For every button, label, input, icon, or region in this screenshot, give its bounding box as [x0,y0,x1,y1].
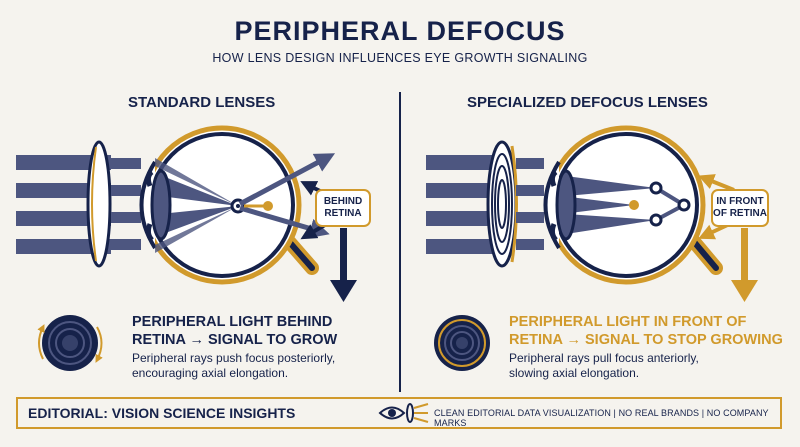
footer-title: EDITORIAL: VISION SCIENCE INSIGHTS [28,405,296,421]
arrow-down-icon [731,280,758,302]
right-headline: PERIPHERAL LIGHT IN FRONT OF RETINA → SI… [509,314,783,348]
right-callout-box [711,189,769,227]
left-beam-top [16,155,111,170]
right-focal-point-bottom [649,213,663,227]
left-lens-icon [37,315,103,371]
right-lens-icon [434,315,490,371]
right-focal-point-top [649,181,663,195]
eye-lens-footer-icon [378,403,429,423]
left-description: Peripheral rays push focus posteriorly, … [132,351,336,380]
arrow-down-icon [330,280,357,302]
right-panel-heading: SPECIALIZED DEFOCUS LENSES [467,94,708,111]
footer-note: CLEAN EDITORIAL DATA VISUALIZATION | NO … [434,408,769,428]
footer-bar: EDITORIAL: VISION SCIENCE INSIGHTS CLEAN… [16,397,782,429]
left-eye-diagram [16,125,371,302]
left-headline: PERIPHERAL LIGHT BEHIND RETINA → SIGNAL … [132,314,338,348]
page-subtitle: HOW LENS DESIGN INFLUENCES EYE GROWTH SI… [212,51,588,65]
page-title: PERIPHERAL DEFOCUS [234,16,566,46]
panel-divider [399,92,401,392]
right-callout: IN FRONT OF RETINA [713,196,767,219]
right-description: Peripheral rays pull focus anteriorly, s… [509,351,699,380]
right-eye-diagram [426,125,769,302]
left-panel-heading: STANDARD LENSES [128,94,276,111]
left-beam-bottom [16,239,111,254]
left-callout: BEHIND RETINA [323,196,363,219]
left-callout-box [315,189,371,227]
